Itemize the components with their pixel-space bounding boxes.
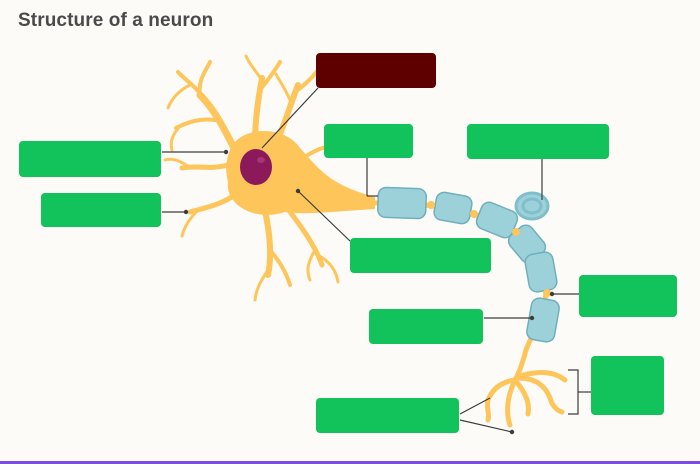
label-box-schwann-cell[interactable] <box>467 124 609 159</box>
label-box-cell-body[interactable] <box>41 193 161 227</box>
myelin-sheath-segments <box>377 186 560 343</box>
bottom-accent-bar <box>0 461 700 464</box>
label-box-synaptic-terminals[interactable] <box>591 356 664 415</box>
label-box-axon[interactable] <box>350 238 491 273</box>
label-box-axon-terminal[interactable] <box>316 398 459 433</box>
leader-lines <box>162 87 592 435</box>
nucleus-shape <box>240 149 272 185</box>
label-box-dendrites[interactable] <box>19 141 161 177</box>
label-box-nucleus[interactable] <box>316 53 436 88</box>
label-box-node-of-ranvier[interactable] <box>579 275 677 317</box>
label-box-axon-hillock[interactable] <box>324 124 413 158</box>
label-box-myelin-sheath[interactable] <box>369 309 483 344</box>
page-title: Structure of a neuron <box>18 10 214 31</box>
schwann-cell-shape <box>514 191 550 221</box>
nucleolus <box>257 157 265 163</box>
axon-terminals <box>484 347 568 428</box>
nodes-of-ranvier <box>427 201 551 297</box>
